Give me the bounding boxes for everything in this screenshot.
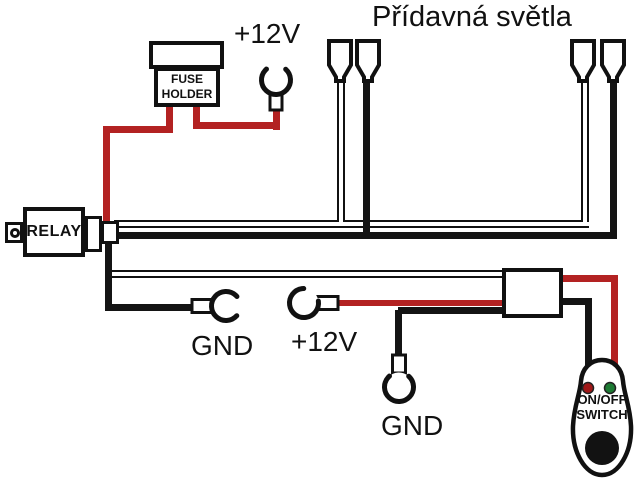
led-red-icon: [581, 381, 595, 395]
relay-body: RELAY: [23, 207, 85, 257]
wire-black-switch-ground-v: [395, 310, 402, 358]
wire-red-battery-terminal-v: [273, 106, 280, 130]
wire-red-fuse-right-leg: [193, 103, 200, 128]
wire-white-left-light: [337, 82, 345, 222]
wire-red-fuse-to-relay-v: [103, 126, 110, 226]
spade-terminal-left-black-icon: [355, 39, 381, 83]
ring-terminal-mid-12v-icon: [287, 286, 340, 320]
wire-red-fuse-to-relay-h: [103, 126, 173, 133]
diagram-title: Přídavná světla: [372, 1, 572, 33]
wire-black-connector-to-switch-h: [558, 298, 592, 305]
relay-label: RELAY: [26, 223, 82, 240]
wire-black-left-light: [363, 82, 370, 239]
wire-black-right-light: [610, 82, 617, 239]
wire-red-connector-to-switch-v: [611, 275, 618, 372]
fuse-holder-label: FUSE HOLDER: [158, 71, 216, 103]
wire-red-fuse-to-battery-h: [193, 122, 280, 129]
fuse-holder-cap: [149, 41, 224, 69]
label-gnd-bottom: GND: [381, 410, 444, 441]
label-12v-mid: +12V: [291, 326, 358, 357]
wire-black-relay-ground-v: [105, 240, 112, 311]
ring-terminal-mid-gnd-icon: [190, 289, 243, 323]
ring-terminal-bottom-gnd-icon: [382, 353, 416, 404]
wire-black-connector-to-switch-v: [585, 298, 592, 372]
wire-black-relay-ground-h: [105, 304, 197, 311]
switch-body-icon: [570, 357, 634, 478]
switch-label: ON/OFF SWITCH: [566, 392, 638, 422]
relay-mounting-hole-icon: [10, 228, 20, 238]
wire-white-right-light: [581, 82, 589, 222]
switch-button-icon: [585, 431, 619, 465]
fuse-holder-label-line1: FUSE: [170, 72, 203, 86]
led-green-icon: [603, 381, 617, 395]
wire-red-connector-to-switch-h: [558, 275, 618, 282]
wire-red-mid-power-to-connector: [334, 300, 506, 306]
inline-connector-box: [502, 268, 563, 318]
switch-label-line2: SWITCH: [576, 407, 628, 422]
fuse-holder-label-line2: HOLDER: [161, 87, 213, 101]
wire-white-relay-to-lights-bus: [114, 220, 589, 228]
spade-terminal-right-white-icon: [570, 39, 596, 83]
spade-terminal-left-white-icon: [327, 39, 353, 83]
relay-connector-block: [101, 221, 119, 244]
wire-red-fuse-left-leg: [166, 103, 173, 131]
wire-white-relay-to-connector: [111, 270, 506, 278]
fuse-holder: FUSE HOLDER: [154, 67, 220, 107]
spade-terminal-right-black-icon: [600, 39, 626, 83]
label-12v-top: +12V: [234, 18, 301, 49]
label-gnd-mid: GND: [191, 330, 254, 361]
switch-label-line1: ON/OFF: [577, 392, 627, 407]
ring-terminal-top-12v-icon: [259, 63, 293, 112]
onoff-switch: ON/OFF SWITCH: [566, 356, 638, 480]
relay-plug: [85, 216, 102, 252]
wire-black-switch-ground-h: [398, 307, 506, 314]
